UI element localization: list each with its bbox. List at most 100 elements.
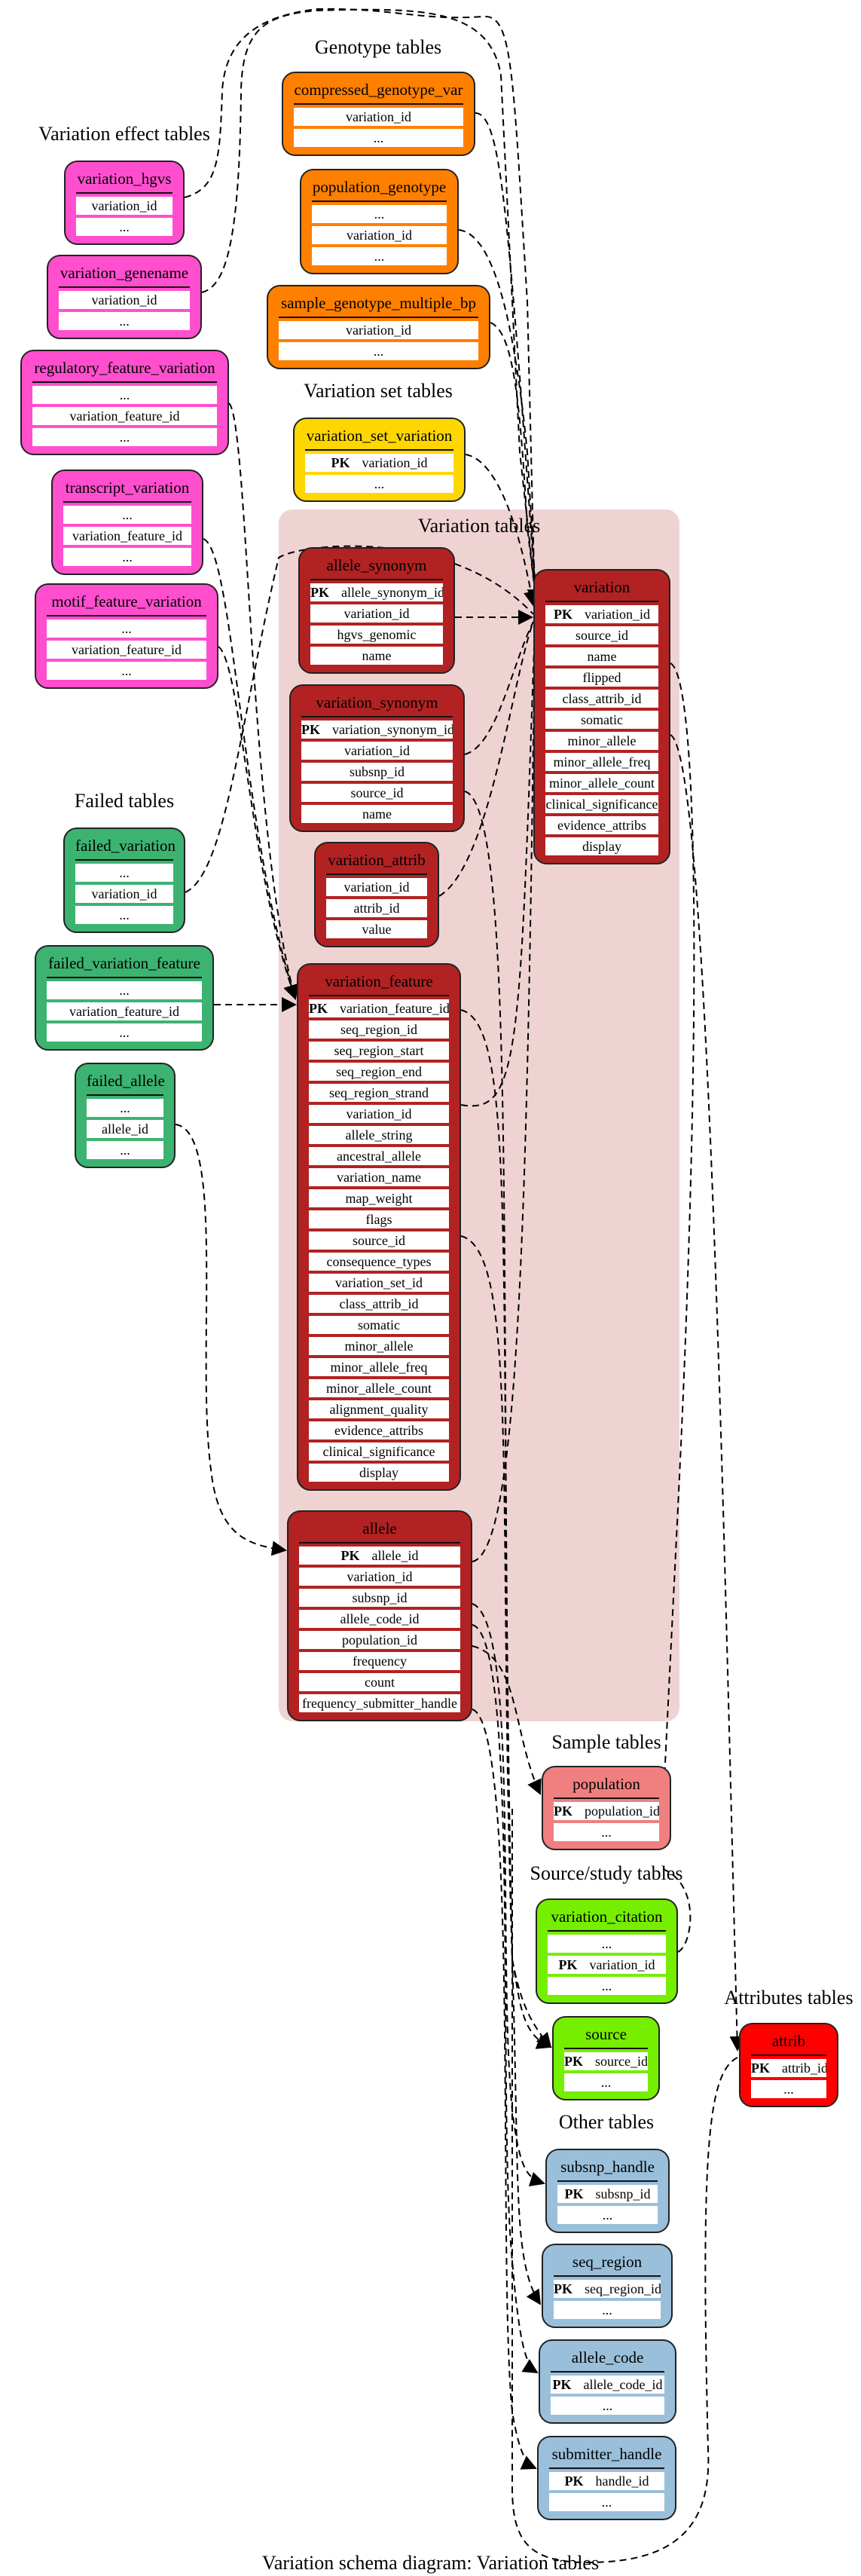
table-row: variation_id (76, 197, 173, 215)
column-name: variation_set_id (335, 1275, 423, 1290)
table-row: variation_id (309, 1105, 449, 1123)
column-name: evidence_attribs (557, 818, 646, 833)
column-name: minor_allele_count (326, 1381, 432, 1396)
table-header: sample_genotype_multiple_bp (279, 286, 478, 318)
table-row: allele_id (87, 1120, 163, 1138)
column-name: variation_name (337, 1170, 421, 1185)
pk-label: PK (301, 722, 320, 737)
column-name: name (362, 806, 392, 821)
table-row: ... (548, 1935, 666, 1953)
column-name: seq_region_strand (329, 1085, 429, 1100)
column-name: allele_string (345, 1127, 413, 1143)
table-row: ... (305, 475, 453, 493)
column-name: seq_region_id (340, 1022, 417, 1037)
table-row: variation_id (326, 878, 427, 896)
column-name: population_id (585, 1804, 659, 1819)
column-name: minor_allele_count (549, 776, 655, 791)
table-population-genotype: population_genotype...variation_id... (300, 169, 459, 274)
column-name: flags (365, 1212, 392, 1227)
column-name: hgvs_genomic (337, 627, 417, 642)
column-name: ... (601, 1978, 612, 1993)
table-row: source_id (301, 784, 453, 802)
column-name: ... (374, 476, 385, 491)
table-row: ... (87, 1099, 163, 1117)
table-row: variation_id (294, 108, 463, 126)
table-row: variation_id (279, 321, 478, 339)
column-name: variation_id (346, 109, 411, 124)
table-header: failed_variation (75, 829, 176, 861)
column-name: ... (119, 219, 130, 234)
group-title-variation-set: Variation set tables (304, 380, 453, 402)
column-name: ... (602, 2302, 612, 2317)
table-row: variation_feature_id (47, 1002, 202, 1020)
table-failed-allele: failed_allele...allele_id... (75, 1063, 176, 1168)
table-row: name (310, 647, 443, 665)
table-row: allele_string (309, 1126, 449, 1144)
table-row: flipped (545, 668, 658, 687)
column-name: ancestral_allele (337, 1149, 421, 1164)
table-row: map_weight (309, 1189, 449, 1207)
table-row: ... (279, 342, 478, 360)
column-name: ... (601, 2495, 612, 2510)
pk-label: PK (554, 1804, 572, 1819)
table-row: seq_region_end (309, 1063, 449, 1081)
diagram-caption: Variation schema diagram: Variation tabl… (261, 2552, 600, 2574)
column-name: ... (600, 2075, 612, 2090)
table-row: source_id (545, 626, 658, 644)
column-name: variation_id (91, 886, 157, 901)
column-name: ... (602, 2398, 613, 2413)
table-row: flags (309, 1210, 449, 1228)
column-name: minor_allele (344, 1338, 414, 1354)
column-name: variation_id (362, 455, 428, 470)
table-header: submitter_handle (549, 2437, 664, 2469)
column-name: ... (783, 2082, 794, 2097)
table-header: variation_synonym (301, 686, 453, 717)
column-name: allele_id (102, 1121, 148, 1137)
table-row: ancestral_allele (309, 1147, 449, 1165)
table-row: ... (549, 2493, 664, 2511)
column-name: seq_region_start (334, 1043, 424, 1058)
edge (670, 734, 745, 2051)
table-header: source (564, 2018, 648, 2049)
edge (472, 1709, 537, 2470)
column-name: somatic (581, 712, 623, 727)
table-header: transcript_variation (63, 471, 191, 503)
table-row: ... (548, 1977, 666, 1995)
table-row: attrib_id (326, 899, 427, 917)
table-header: allele (299, 1512, 460, 1543)
table-header: variation_set_variation (305, 419, 453, 451)
table-row: ... (59, 312, 190, 330)
table-row: minor_allele_count (545, 774, 658, 792)
table-row: ... (63, 506, 191, 524)
pk-label: PK (340, 1548, 360, 1563)
table-failed-variation-feature: failed_variation_feature...variation_fea… (35, 945, 214, 1051)
table-header: seq_region (554, 2245, 661, 2277)
column-name: source_id (576, 628, 628, 643)
column-name: allele_synonym_id (341, 585, 443, 600)
table-row: ... (751, 2080, 826, 2098)
column-name: name (587, 649, 617, 664)
table-row: name (545, 647, 658, 665)
table-row: minor_allele_count (309, 1379, 449, 1397)
group-title-variation-effect: Variation effect tables (38, 123, 210, 145)
table-row: hgvs_genomic (310, 626, 443, 644)
edge (472, 1624, 539, 2374)
column-name: ... (119, 983, 130, 998)
table-motif-feature-variation: motif_feature_variation...variation_feat… (35, 583, 218, 689)
table-header: attrib (751, 2024, 826, 2056)
table-row: variation_id (59, 291, 190, 309)
table-row: clinical_significance (545, 795, 658, 813)
table-regulatory-feature-variation: regulatory_feature_variation...variation… (20, 350, 229, 455)
column-name: variation_id (346, 323, 411, 338)
table-header: variation_attrib (326, 843, 427, 875)
column-name: variation_id (585, 607, 650, 622)
column-name: subsnp_id (349, 764, 405, 779)
